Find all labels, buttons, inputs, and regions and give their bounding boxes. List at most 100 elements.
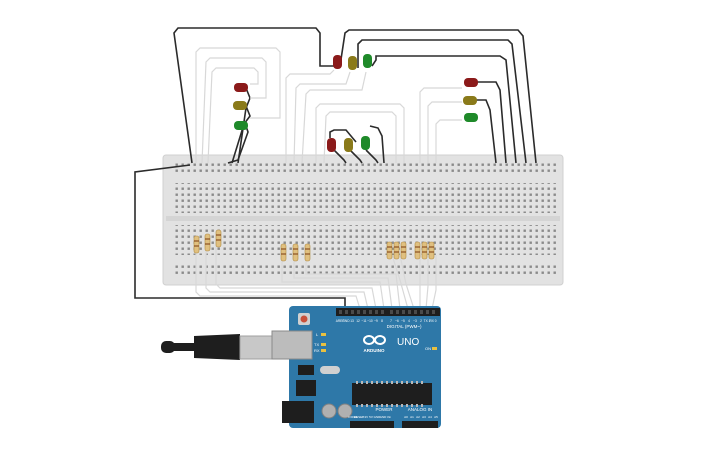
light-wire-2 bbox=[201, 57, 267, 164]
light-wire-3 bbox=[207, 67, 259, 164]
resistor-group-right-b bbox=[414, 241, 435, 260]
light-wire-15 bbox=[281, 255, 385, 310]
pin-label: 3.3V bbox=[362, 415, 368, 419]
light-wire-6 bbox=[301, 71, 367, 164]
led-red bbox=[464, 78, 478, 87]
wire-top-loop-b bbox=[339, 29, 537, 164]
wire-left-led-3 bbox=[227, 125, 249, 164]
led-green bbox=[234, 121, 248, 130]
led-yellow bbox=[463, 96, 477, 105]
power-pin-labels: IOREF RESET 3.3V 5V GND GND Vin bbox=[348, 415, 391, 419]
wire-right-led-1 bbox=[476, 81, 507, 164]
light-wire-19 bbox=[399, 254, 415, 310]
arduino-logo-icon bbox=[363, 335, 386, 345]
led-green bbox=[363, 54, 372, 68]
light-wire-22 bbox=[431, 255, 437, 310]
atmega-chip-legs bbox=[356, 381, 423, 407]
pin-label: 8 bbox=[381, 319, 383, 323]
tx-led-label: TX bbox=[314, 342, 319, 347]
pin-label: ~9 bbox=[374, 319, 378, 323]
usb-cable-end bbox=[161, 341, 175, 353]
pin-label: ~6 bbox=[395, 319, 399, 323]
led-group-top bbox=[333, 54, 372, 70]
pin-label: 5V bbox=[369, 415, 373, 419]
light-wire-17 bbox=[305, 255, 401, 310]
crystal bbox=[320, 366, 340, 374]
rx-led bbox=[321, 349, 326, 352]
wire-center-led-1 bbox=[333, 149, 347, 164]
arduino-brand: ARDUINO bbox=[364, 348, 385, 353]
resistor bbox=[193, 235, 200, 254]
light-wires bbox=[195, 47, 462, 310]
wire-center-up-1 bbox=[329, 129, 357, 143]
wire-center-led-2 bbox=[349, 149, 363, 164]
digital-header bbox=[336, 308, 440, 316]
arduino-power-jack bbox=[282, 401, 314, 423]
led-yellow bbox=[348, 56, 357, 70]
light-wire-18 bbox=[391, 254, 409, 310]
wire-right-led-2 bbox=[476, 99, 497, 164]
analog-pin-labels: A0 A1 A2 A3 A4 A5 bbox=[404, 415, 438, 419]
breadboard-bottom-rail-holes bbox=[172, 263, 556, 269]
pin-label: A1 bbox=[410, 415, 414, 419]
digital-label: DIGITAL (PWM~) bbox=[387, 324, 422, 329]
analog-header bbox=[402, 421, 438, 428]
tx-led bbox=[321, 343, 326, 346]
pin-label: 7 bbox=[390, 319, 392, 323]
on-led bbox=[432, 347, 437, 350]
arduino-uno: AREF GND 13 12 ~11 ~10 ~9 8 7 ~6 ~5 4 ~3… bbox=[271, 306, 441, 428]
breadboard-top-rail-holes-2 bbox=[172, 169, 556, 175]
led-green bbox=[464, 113, 478, 122]
breadboard-top-rail-holes bbox=[172, 161, 556, 167]
light-wire-9 bbox=[419, 87, 462, 163]
pin-label: GND bbox=[342, 319, 350, 323]
usb-b-cable bbox=[161, 334, 274, 360]
pin-label: 4 bbox=[408, 319, 410, 323]
pin-label: A5 bbox=[434, 415, 438, 419]
pin-label: RESET bbox=[354, 415, 364, 419]
resistor bbox=[428, 241, 435, 260]
wire-center-led-3 bbox=[365, 149, 379, 164]
led-group-right bbox=[463, 78, 478, 122]
led-red bbox=[327, 138, 336, 152]
pin-label: 12 bbox=[356, 319, 360, 323]
resistor bbox=[386, 241, 393, 260]
pin-label: GND bbox=[374, 415, 382, 419]
pin-label: 2 bbox=[420, 319, 422, 323]
resistor-group-mid bbox=[280, 243, 311, 262]
light-wire-1 bbox=[195, 47, 281, 163]
usb-plug-body bbox=[194, 334, 240, 360]
pin-label: 13 bbox=[350, 319, 354, 323]
light-wire-5 bbox=[293, 71, 351, 164]
led-group-left bbox=[233, 83, 248, 130]
usb-plug-connector bbox=[239, 335, 274, 360]
wire-top-loop-d bbox=[371, 55, 517, 164]
resistor bbox=[204, 233, 211, 252]
light-wire-10 bbox=[427, 101, 462, 163]
breadboard-upper-terminal-holes bbox=[172, 183, 556, 213]
digital-pin-labels: AREF GND 13 12 ~11 ~10 ~9 8 7 ~6 ~5 4 ~3… bbox=[336, 319, 437, 323]
light-wire-7 bbox=[315, 103, 405, 163]
led-yellow bbox=[233, 101, 247, 110]
resistors bbox=[193, 229, 435, 262]
small-chip bbox=[296, 380, 316, 396]
resistor-bands bbox=[194, 234, 434, 255]
l-led-label: L bbox=[316, 332, 319, 337]
pin-label: ~10 bbox=[367, 319, 373, 323]
analog-label: ANALOG IN bbox=[408, 407, 433, 412]
led-green bbox=[361, 136, 370, 150]
pin-label: RX 0 bbox=[429, 319, 436, 323]
light-wire-14 bbox=[215, 245, 377, 310]
pin-label: GND bbox=[380, 415, 388, 419]
leds bbox=[233, 54, 478, 152]
resistor bbox=[421, 241, 428, 260]
wire-left-led-2 bbox=[231, 105, 251, 164]
reset-button-cap[interactable] bbox=[300, 315, 308, 323]
breadboard bbox=[162, 154, 564, 286]
dark-wires bbox=[134, 27, 537, 309]
capacitor bbox=[321, 403, 337, 419]
pin-label: A0 bbox=[404, 415, 408, 419]
pin-label: AREF bbox=[336, 319, 345, 323]
on-led-label: ON bbox=[425, 346, 431, 351]
light-wire-21 bbox=[425, 255, 429, 310]
